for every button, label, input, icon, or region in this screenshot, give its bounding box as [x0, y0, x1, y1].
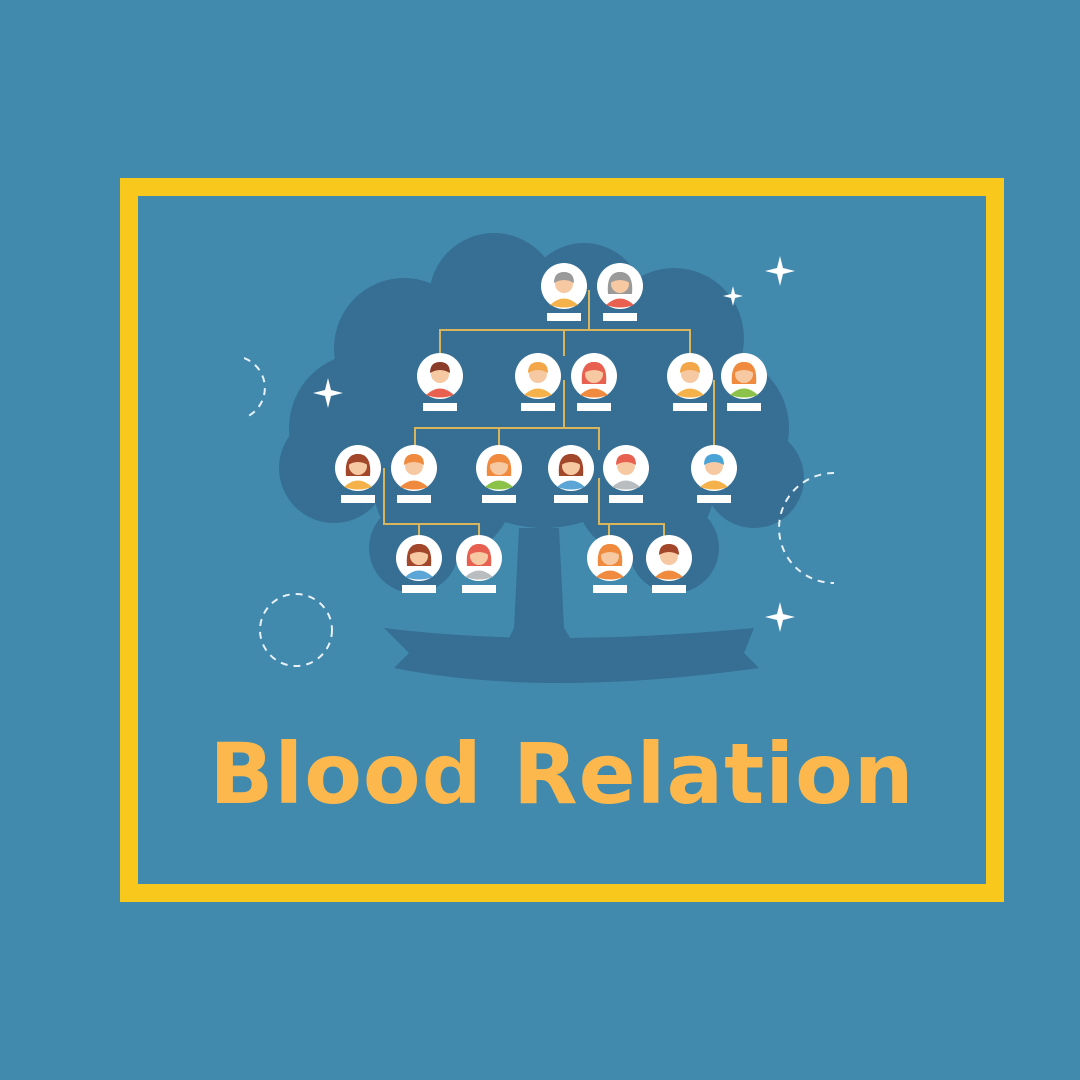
family-member-avatar — [691, 445, 737, 503]
family-member-avatar — [335, 445, 381, 503]
tree-trunk — [494, 528, 589, 668]
family-member-avatar — [571, 353, 617, 411]
family-member-avatar — [541, 263, 587, 321]
title-frame — [120, 178, 1004, 902]
family-member-avatar — [391, 445, 437, 503]
family-member-avatar — [721, 353, 767, 411]
family-member-avatar — [597, 263, 643, 321]
family-member-avatar — [456, 535, 502, 593]
family-member-avatar — [646, 535, 692, 593]
family-member-avatar — [417, 353, 463, 411]
family-tree-illustration — [244, 228, 840, 724]
family-member-avatar — [548, 445, 594, 503]
family-member-avatar — [667, 353, 713, 411]
family-member-avatar — [515, 353, 561, 411]
family-member-avatar — [396, 535, 442, 593]
page-title: Blood Relation — [209, 725, 915, 823]
tree-ribbon — [384, 628, 759, 683]
family-member-avatar — [476, 445, 522, 503]
family-member-avatar — [587, 535, 633, 593]
family-members — [335, 263, 767, 593]
family-tree-icon — [244, 233, 835, 683]
decor-dashed-circles — [244, 357, 835, 667]
family-member-avatar — [603, 445, 649, 503]
decor-sparkles — [313, 256, 795, 632]
tree-connectors — [383, 290, 715, 546]
